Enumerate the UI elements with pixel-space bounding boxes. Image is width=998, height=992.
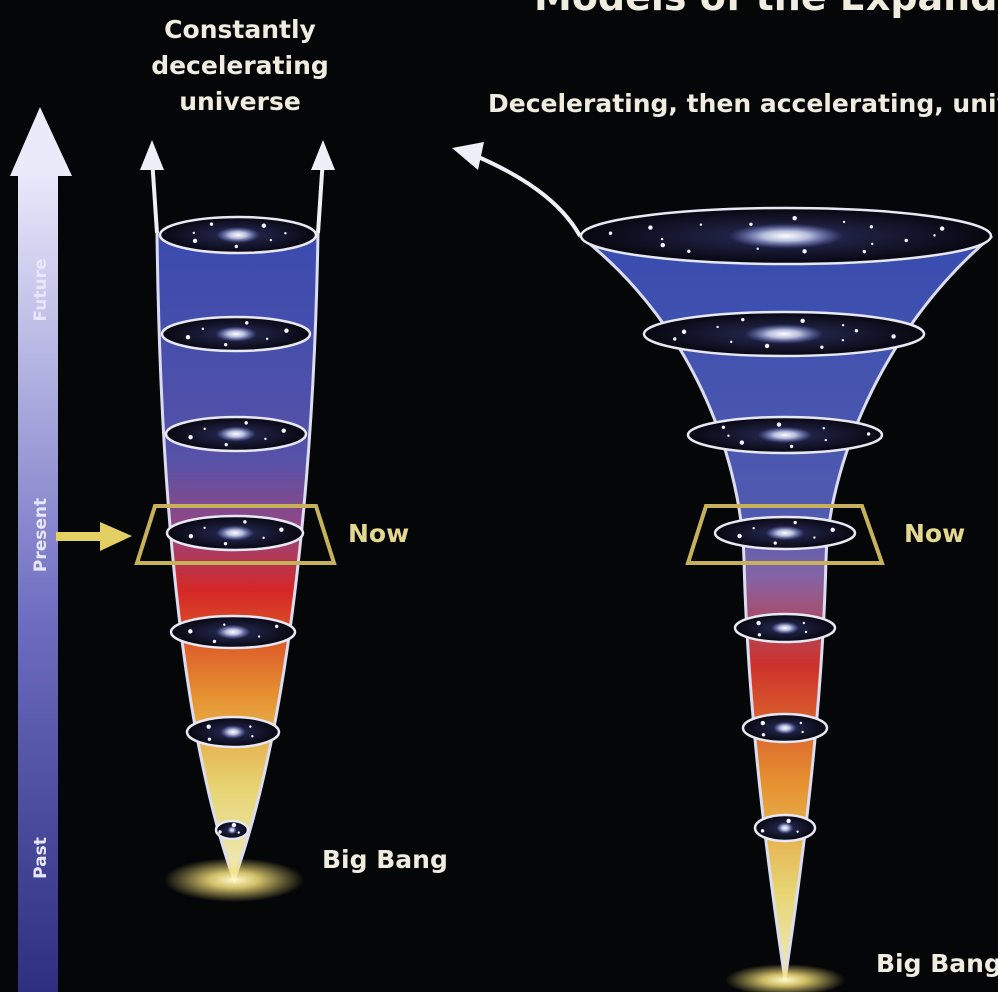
- right-slice-1: [579, 206, 993, 266]
- left-bigbang-label: Big Bang: [322, 845, 448, 874]
- right-slice-7: [753, 813, 817, 843]
- right-universe-slices: [579, 206, 993, 843]
- right-now-frame: [685, 504, 885, 565]
- timeline-present-label: Present: [31, 498, 51, 572]
- left-title-line-2: decelerating: [151, 51, 329, 80]
- left-title-line-3: universe: [179, 87, 301, 116]
- right-slice-6: [741, 712, 829, 744]
- right-slice-3: [686, 415, 884, 455]
- left-slice-6: [185, 715, 281, 749]
- left-title-line-1: Constantly: [164, 15, 316, 44]
- right-expansion-arrow: [452, 142, 582, 237]
- right-bigbang-glow: [725, 964, 845, 992]
- left-universe-slices: [158, 215, 318, 841]
- left-slice-4: [165, 514, 305, 552]
- right-bigbang-label: Big Bang: [876, 949, 998, 978]
- left-model-title: Constantly decelerating universe: [151, 15, 329, 116]
- timeline-past-label: Past: [31, 837, 51, 879]
- left-slice-7: [214, 819, 250, 841]
- right-slice-2: [642, 310, 926, 358]
- left-slice-1: [158, 215, 318, 255]
- present-pointer-arrow: [56, 522, 132, 551]
- right-slice-4: [713, 515, 857, 551]
- left-funnel: [157, 233, 318, 880]
- diagram-title: Models of the Expanding Universe: [534, 0, 998, 19]
- left-slice-3: [164, 415, 308, 453]
- right-slice-5: [733, 612, 837, 644]
- left-slice-2: [160, 315, 312, 353]
- timeline-arrow: [10, 107, 72, 992]
- right-model-title: Decelerating, then accelerating, univers…: [488, 89, 998, 118]
- timeline-future-label: Future: [31, 258, 51, 321]
- left-now-frame: [134, 504, 337, 565]
- left-now-label: Now: [348, 519, 409, 548]
- left-bigbang-glow: [164, 858, 304, 902]
- left-slice-5: [169, 614, 297, 650]
- right-now-label: Now: [904, 519, 965, 548]
